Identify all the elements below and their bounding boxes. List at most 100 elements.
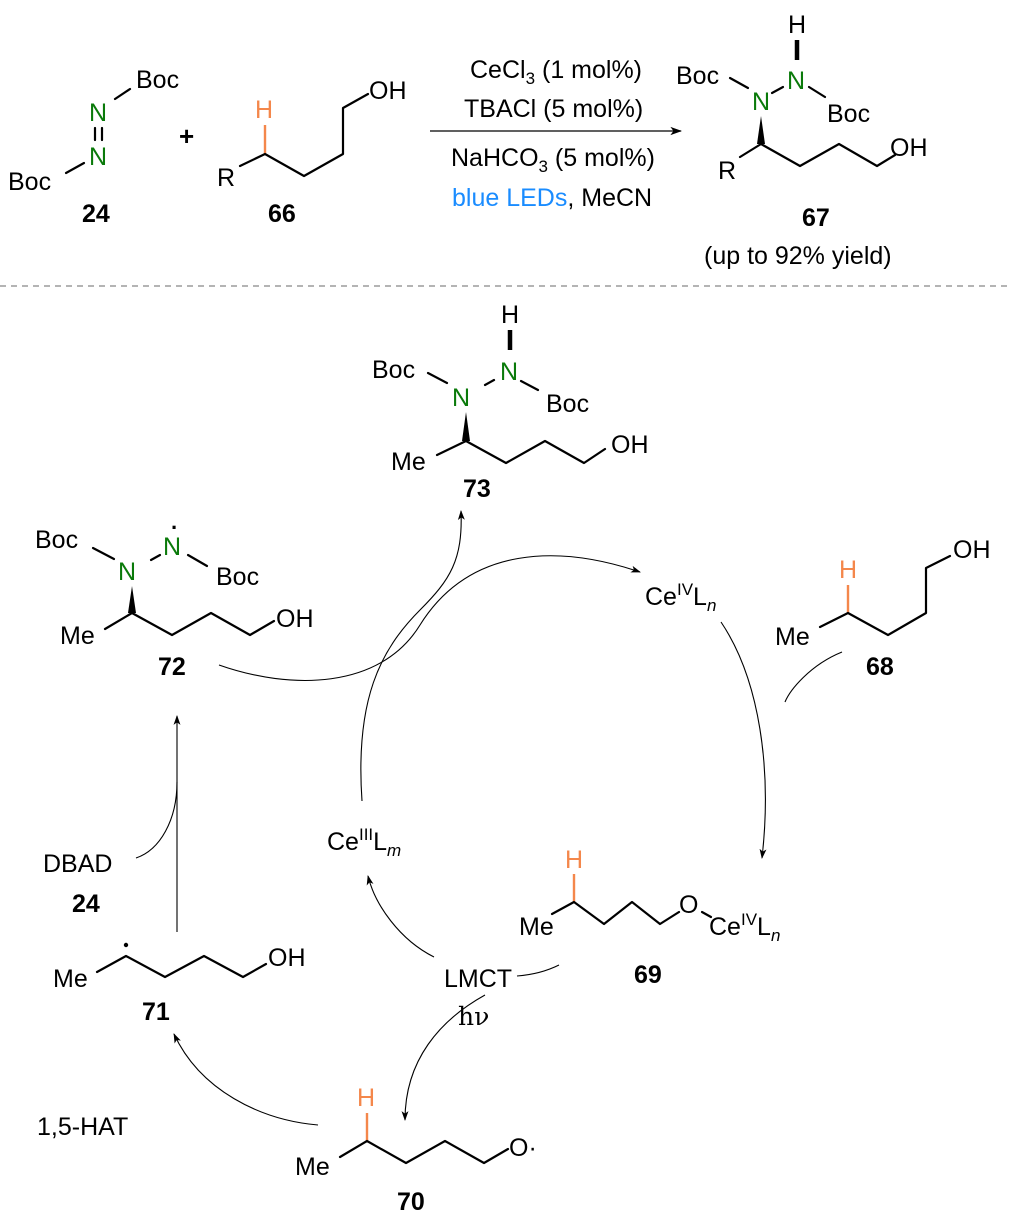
nitrogen-atom: N (787, 67, 805, 95)
bond (519, 379, 540, 392)
nitrogen-atom: N (752, 88, 770, 116)
r-group: R (217, 164, 235, 192)
wedge-bond (462, 412, 470, 441)
nitrogen-atom: N (89, 143, 107, 171)
wedge-bond (757, 116, 765, 144)
carbon-chain (95, 954, 268, 979)
arrow-lmct-to-ce-iii (366, 875, 435, 958)
compound-number: 71 (142, 998, 170, 1026)
arrow-ce-iii-to-73 (360, 510, 465, 802)
compound-number: 67 (802, 204, 830, 232)
compound-68: H Me OH 68 (775, 536, 991, 681)
bond (728, 76, 750, 90)
bond (91, 546, 116, 561)
methyl-group: Me (60, 622, 95, 650)
hydroxyl-group: OH (276, 605, 314, 633)
h-atom-highlight: H (357, 1084, 375, 1112)
methyl-group: Me (775, 623, 810, 651)
compound-number: 73 (463, 475, 491, 503)
arrow-70-to-71 (173, 1033, 319, 1126)
compound-69: H Me O CeIVLn 69 (519, 846, 780, 989)
boc-label: Boc (136, 66, 179, 94)
h-atom: H (501, 301, 519, 329)
h-atom-highlight: H (565, 846, 583, 874)
cerium-iv-ligand: CeIVLn (709, 910, 780, 945)
arrow-69-to-lmct (516, 964, 560, 977)
radical-dot (123, 942, 129, 948)
methyl-group: Me (519, 913, 554, 941)
cerium-iii-label: CeIIILm (327, 825, 401, 860)
methyl-group: Me (391, 448, 426, 476)
carbon-chain (550, 900, 681, 926)
compound-number: 72 (158, 653, 186, 681)
carbon-chain (818, 554, 952, 637)
arrow-ce-iv-to-69 (720, 621, 767, 859)
boc-label: Boc (216, 563, 259, 591)
compound-73: H Boc N N Boc Me OH 73 (372, 301, 649, 503)
cerium-iv-label: CeIVLn (645, 580, 716, 615)
boc-label: Boc (546, 390, 589, 418)
compound-72: · Boc N N Boc Me OH 72 (35, 515, 314, 681)
bond (807, 85, 827, 99)
lmct-label: LMCT (444, 965, 512, 993)
bond (426, 371, 449, 385)
carbon-chain (103, 611, 276, 637)
compound-number: 68 (866, 653, 894, 681)
condition-cecl3: CeCl3 (1 mol%) (470, 56, 642, 88)
hydroxyl-group: OH (369, 77, 407, 105)
compound-number: 24 (82, 200, 110, 228)
arrow-68-join (784, 651, 843, 703)
compound-70: H Me O· 70 (295, 1084, 537, 1216)
compound-66: H R OH 66 (217, 77, 407, 228)
nitrogen-atom: N (163, 533, 181, 561)
compound-number: 24 (72, 890, 100, 918)
carbon-chain (738, 142, 897, 168)
bond (113, 87, 132, 101)
nitrogen-atom: N (500, 358, 518, 386)
arrow-lmct-to-70 (401, 994, 486, 1121)
bond (64, 161, 86, 175)
carbon-chain (238, 92, 370, 178)
compound-number: 69 (634, 961, 662, 989)
plus-sign: + (179, 121, 194, 151)
hydroxyl-group: OH (611, 431, 649, 459)
compound-67: H Boc N N Boc R OH 67 (up to 92% yield) (676, 11, 928, 270)
boc-label: Boc (827, 100, 870, 128)
h-atom: H (788, 11, 806, 39)
compound-number: 70 (397, 1188, 425, 1216)
n-n-bond (770, 85, 785, 95)
boc-label: Boc (676, 62, 719, 90)
h-atom-highlight: H (255, 96, 273, 124)
boc-label: Boc (35, 526, 78, 554)
boc-label: Boc (372, 356, 415, 384)
hydroxyl-group: OH (268, 944, 306, 972)
condition-tbacl: TBACl (5 mol%) (464, 95, 643, 123)
cerium-iv-complex: CeIVLn (645, 580, 716, 615)
nitrogen-atom: N (89, 99, 107, 127)
r-group: R (718, 157, 736, 185)
carbon-chain (338, 1139, 510, 1165)
boc-label: Boc (8, 168, 51, 196)
dbad-label: DBAD (43, 850, 112, 878)
compound-24: Boc N N Boc 24 (8, 66, 179, 228)
compound-71: Me OH 71 (53, 942, 306, 1026)
h-atom-highlight: H (839, 556, 857, 584)
o-ce-bond (700, 910, 713, 919)
hv-label: hν (458, 1002, 489, 1031)
carbon-chain (435, 439, 607, 465)
alkoxy-radical: O· (509, 1134, 537, 1162)
radical-dot: · (171, 515, 178, 540)
nitrogen-atom: N (118, 558, 136, 586)
hat-label: 1,5-HAT (37, 1113, 128, 1141)
compound-number: 66 (268, 200, 296, 228)
arrow-dbad-join (135, 781, 178, 859)
wedge-bond (128, 586, 136, 613)
hydroxyl-group: OH (890, 134, 928, 162)
n-n-bond (149, 553, 162, 562)
methyl-group: Me (295, 1153, 330, 1181)
hydroxyl-group: OH (953, 536, 991, 564)
condition-nahco3: NaHCO3 (5 mol%) (451, 144, 655, 176)
n-n-bond (483, 378, 496, 387)
oxygen-atom: O (679, 891, 698, 919)
